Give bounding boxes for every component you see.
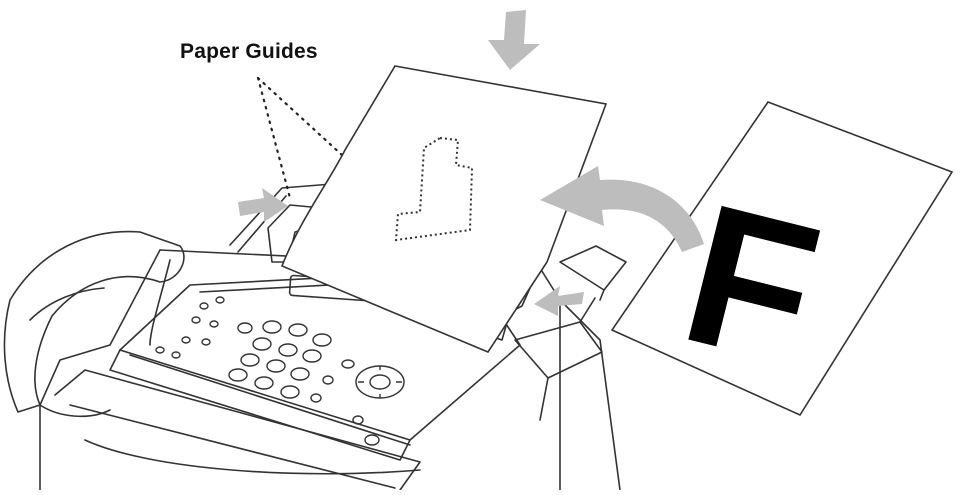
output-tray — [515, 298, 602, 420]
key-small[interactable] — [365, 435, 379, 445]
key-small[interactable] — [342, 360, 354, 368]
key-small[interactable] — [182, 337, 190, 343]
key-small[interactable] — [192, 317, 200, 323]
key[interactable] — [238, 323, 252, 333]
key-small[interactable] — [323, 376, 333, 384]
key-small[interactable] — [353, 416, 363, 424]
arrow-inward-icon — [238, 188, 288, 222]
navigation-pad[interactable] — [356, 366, 404, 398]
key-small[interactable] — [216, 297, 224, 303]
key-small[interactable] — [156, 347, 164, 353]
key-small[interactable] — [210, 321, 218, 327]
arrow-inward-icon — [534, 286, 584, 316]
handset — [4, 232, 183, 417]
key[interactable] — [241, 354, 259, 366]
key[interactable] — [281, 386, 299, 398]
support-card — [560, 246, 626, 290]
key-small[interactable] — [200, 303, 208, 309]
arrow-down-icon — [488, 10, 540, 70]
key[interactable] — [313, 334, 331, 346]
key[interactable] — [267, 360, 285, 372]
key-small[interactable] — [311, 394, 321, 402]
paper-guides-label: Paper Guides — [180, 40, 318, 64]
key[interactable] — [255, 377, 273, 389]
key[interactable] — [229, 369, 247, 381]
key[interactable] — [253, 338, 271, 350]
key[interactable] — [303, 350, 321, 362]
key[interactable] — [289, 324, 307, 336]
key-small[interactable] — [172, 352, 180, 358]
key[interactable] — [279, 344, 297, 356]
key[interactable] — [291, 368, 309, 380]
key-small[interactable] — [202, 339, 210, 345]
key[interactable] — [263, 321, 281, 333]
